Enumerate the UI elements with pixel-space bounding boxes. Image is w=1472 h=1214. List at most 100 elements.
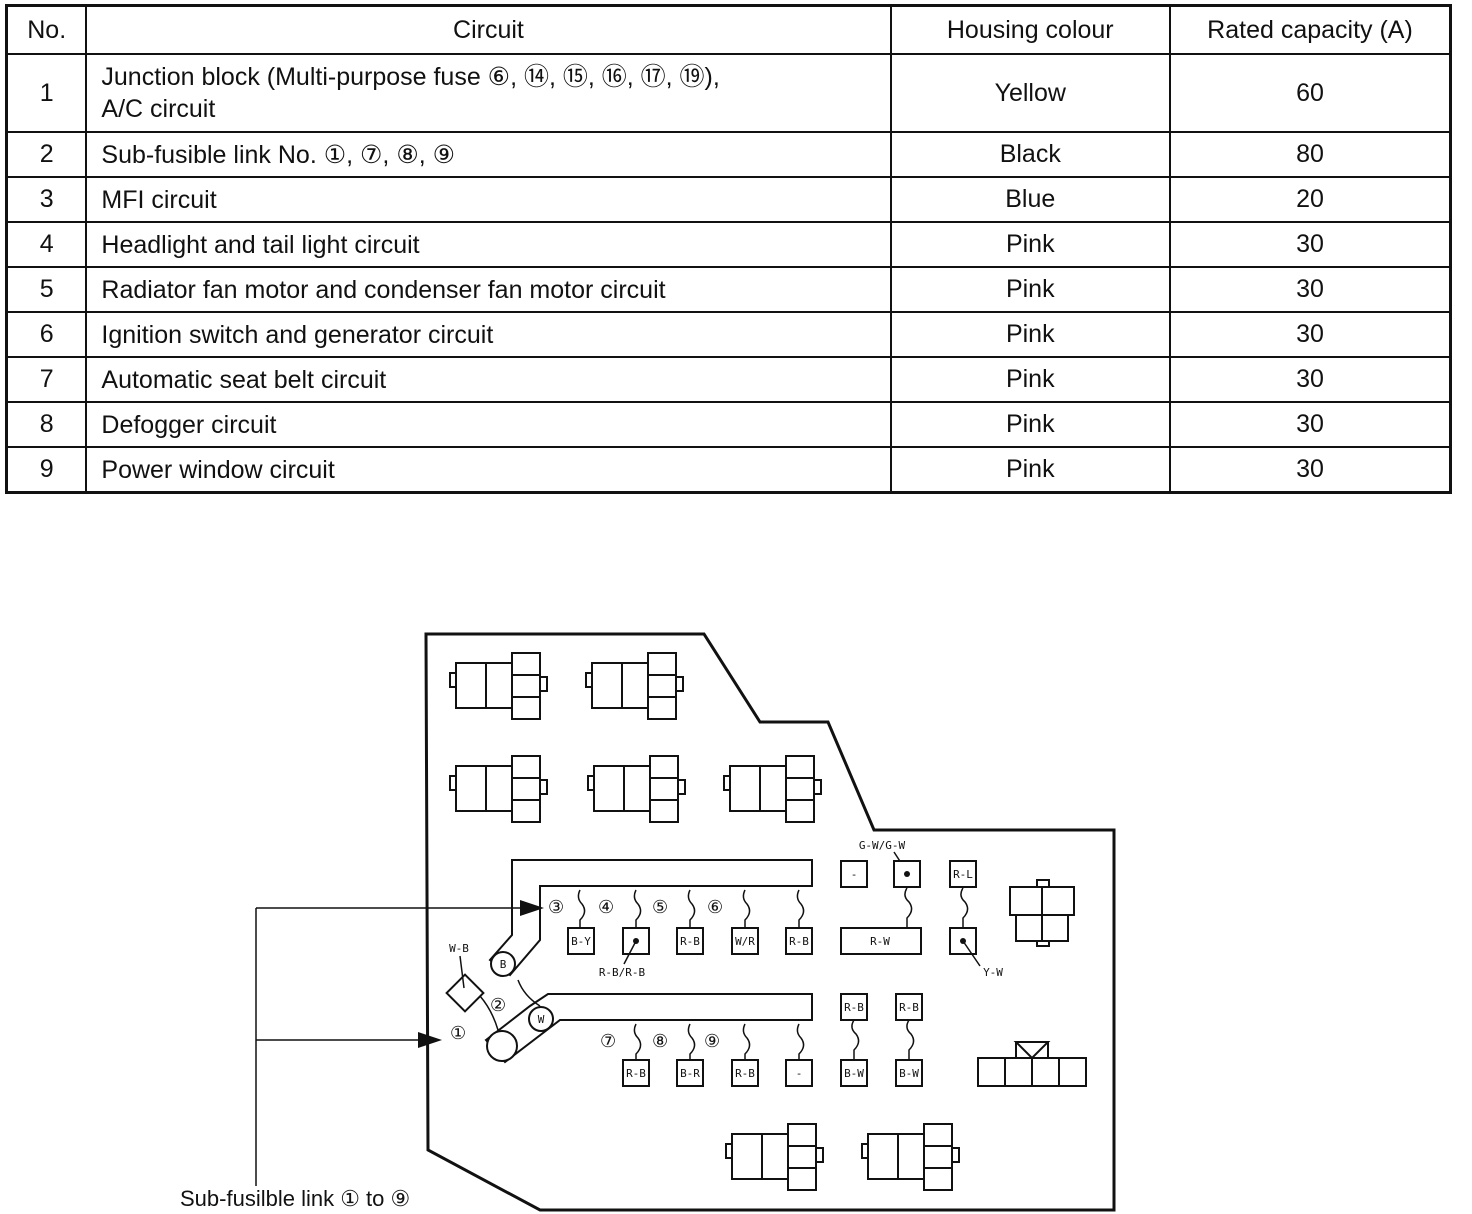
connector-r-b-1-label: R-B [680, 935, 700, 948]
fuse-number-4: ④ [598, 897, 614, 918]
wire-label-gw: G-W/G-W [859, 839, 906, 852]
relay-mid-left [449, 755, 548, 823]
fuse-number-6: ⑥ [707, 897, 723, 918]
connector-r-l [949, 860, 977, 888]
row-no: 6 [5, 311, 88, 358]
terminal-w-label: W [538, 1013, 545, 1026]
callout-leader [255, 900, 544, 1186]
row-capacity: 60 [1169, 53, 1452, 133]
row-no: 7 [5, 356, 88, 403]
connector-r-b-4 [731, 1059, 759, 1087]
row-capacity: 30 [1169, 221, 1452, 268]
row-circuit: MFI circuit [85, 176, 892, 223]
wire-label-yw: Y-W [983, 966, 1003, 979]
row-circuit-line1: Junction block (Multi-purpose fuse ⑥, ⑭,… [101, 63, 720, 91]
terminal-b-label: B [500, 958, 507, 971]
fuse-number-9: ⑨ [704, 1031, 720, 1052]
row-circuit: Sub-fusible link No. ①, ⑦, ⑧, ⑨ [85, 131, 892, 178]
row-capacity: 80 [1169, 131, 1452, 178]
row-circuit: Radiator fan motor and condenser fan mot… [85, 266, 892, 313]
row-capacity: 30 [1169, 266, 1452, 313]
connector-dash-right-label: - [851, 868, 858, 881]
connector-b-y [567, 927, 595, 955]
row-no: 9 [5, 446, 88, 494]
table-row: 1 Junction block (Multi-purpose fuse ⑥, … [5, 53, 1452, 133]
fuse-number-2: ② [490, 995, 506, 1016]
relay-mid-right [723, 755, 822, 823]
relay-bottom-right [861, 1123, 960, 1191]
fuse-number-5: ⑤ [652, 897, 668, 918]
row-no: 5 [5, 266, 88, 313]
table-row: 3 MFI circuit Blue 20 [5, 176, 1452, 223]
fusible-link-table: No. Circuit Housing colour Rated capacit… [5, 4, 1452, 494]
connector-r-b-2 [785, 927, 813, 955]
connector-right-lower [977, 1041, 1087, 1087]
connector-dash-right [840, 860, 868, 888]
row-colour: Black [889, 131, 1172, 178]
connector-b-r [676, 1059, 704, 1087]
wire-label-wb: W-B [449, 942, 469, 955]
header-no: No. [5, 4, 88, 55]
connector-r-b-3 [622, 1059, 650, 1087]
relay-mid-middle [587, 755, 686, 823]
table-row: 9 Power window circuit Pink 30 [5, 446, 1452, 494]
connector-b-r-label: B-R [680, 1067, 700, 1080]
terminal-b-circle [490, 951, 516, 977]
row-circuit: Ignition switch and generator circuit [85, 311, 892, 358]
connector-r-b-2-label: R-B [789, 935, 809, 948]
diagram-caption: Sub-fusilble link ① to ⑨ [180, 1186, 410, 1211]
row-circuit-line2: A/C circuit [101, 95, 216, 123]
wb-connector [445, 973, 485, 1013]
row-capacity: 30 [1169, 446, 1452, 494]
relay-top-left [449, 652, 548, 720]
row-circuit: Power window circuit [85, 446, 892, 494]
fusible-link-lower-bar [484, 993, 813, 1064]
fuse-number-3: ③ [548, 897, 564, 918]
connector-b-w-right-1 [840, 1059, 868, 1087]
fuse-number-7: ⑦ [600, 1031, 616, 1052]
fuse-number-8: ⑧ [652, 1031, 668, 1052]
connector-r-b-3-label: R-B [626, 1067, 646, 1080]
row-no: 4 [5, 221, 88, 268]
connector-r-b-r-b-label: R-B/R-B [599, 966, 646, 979]
row-colour: Pink [889, 266, 1172, 313]
connector-r-b-1 [676, 927, 704, 955]
fuse-number-1: ① [450, 1023, 466, 1044]
connector-r-l-label: R-L [953, 868, 973, 881]
connector-r-b-right-2-label: R-B [899, 1001, 919, 1014]
fusible-link-upper-bar [488, 859, 813, 977]
table-row: 4 Headlight and tail light circuit Pink … [5, 221, 1452, 268]
terminal-w-circle [528, 1006, 554, 1032]
row-no: 1 [5, 53, 88, 133]
table-row: 7 Automatic seat belt circuit Pink 30 [5, 356, 1452, 403]
connector-r-w-label: R-W [870, 935, 890, 948]
fuse-box-outline [424, 632, 1116, 1212]
table-row: 5 Radiator fan motor and condenser fan m… [5, 266, 1452, 313]
table-row: 8 Defogger circuit Pink 30 [5, 401, 1452, 448]
header-housing-colour: Housing colour [889, 4, 1172, 55]
row-colour: Blue [889, 176, 1172, 223]
row-no: 3 [5, 176, 88, 223]
row-no: 8 [5, 401, 88, 448]
connector-b-w-right-2 [895, 1059, 923, 1087]
header-rated-capacity: Rated capacity (A) [1169, 4, 1452, 55]
row-colour: Pink [889, 356, 1172, 403]
row-colour: Pink [889, 446, 1172, 494]
table-row: 2 Sub-fusible link No. ①, ⑦, ⑧, ⑨ Black … [5, 131, 1452, 178]
row-circuit: Automatic seat belt circuit [85, 356, 892, 403]
header-circuit: Circuit [85, 4, 892, 55]
table-header-row: No. Circuit Housing colour Rated capacit… [5, 4, 1452, 55]
fuse-box-diagram: B W W-B ① ② ③ ④ ⑤ ⑥ ⑦ ⑧ ⑨ B-Y R-B/R-B R-… [180, 632, 1116, 1212]
connector-dash-lower-label: - [796, 1067, 803, 1080]
connector-w-r [731, 927, 759, 955]
relay-bottom-left [725, 1123, 824, 1191]
terminal-circle [486, 1030, 518, 1062]
row-circuit: Headlight and tail light circuit [85, 221, 892, 268]
row-circuit: Defogger circuit [85, 401, 892, 448]
row-colour: Yellow [889, 53, 1172, 133]
row-capacity: 30 [1169, 401, 1452, 448]
row-circuit: Junction block (Multi-purpose fuse ⑥, ⑭,… [85, 53, 892, 133]
connector-b-w-right-1-label: B-W [844, 1067, 864, 1080]
connector-dash-lower [785, 1059, 813, 1087]
connector-r-b-right-2 [895, 993, 923, 1021]
